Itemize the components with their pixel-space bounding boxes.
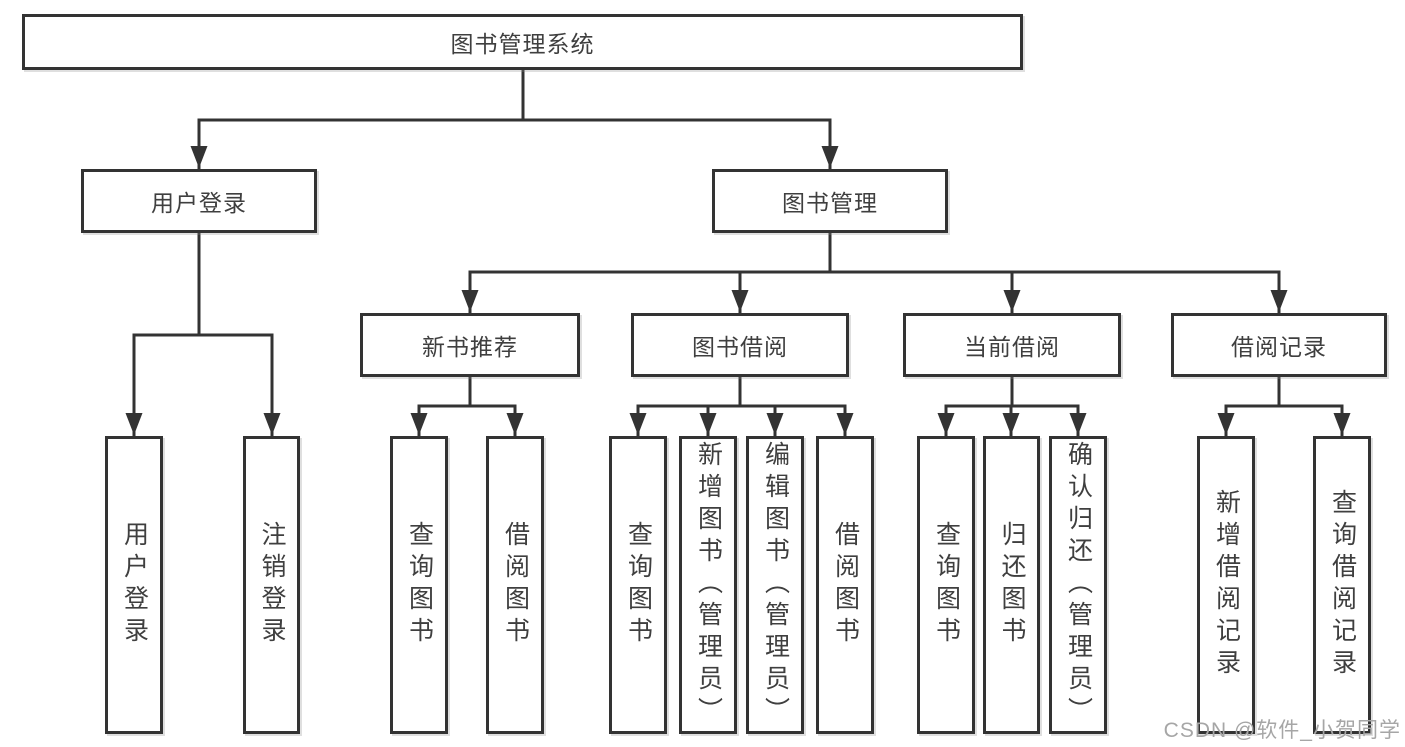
leaf-logout: 注销登录: [243, 436, 300, 734]
leaf-user-login: 用户登录: [105, 436, 163, 734]
leaf-borrow-books-borrowing: 借阅图书: [816, 436, 874, 734]
leaf-borrow-books-recommend: 借阅图书: [486, 436, 544, 734]
leaf-query-borrow-record: 查询借阅记录: [1313, 436, 1371, 734]
node-book-management: 图书管理: [712, 169, 948, 233]
leaf-return-books: 归还图书: [983, 436, 1040, 734]
node-borrow-records: 借阅记录: [1171, 313, 1387, 377]
csdn-watermark: CSDN @软件_小贺同学: [1163, 719, 1401, 742]
node-current-borrowing: 当前借阅: [903, 313, 1121, 377]
leaf-confirm-return-admin: 确认归还（管理员）: [1049, 436, 1107, 734]
node-new-book-recommend: 新书推荐: [360, 313, 580, 377]
leaf-query-books-current: 查询图书: [917, 436, 975, 734]
leaf-add-borrow-record: 新增借阅记录: [1197, 436, 1255, 734]
leaf-edit-book-admin: 编辑图书（管理员）: [746, 436, 804, 734]
node-book-borrowing: 图书借阅: [631, 313, 849, 377]
node-root: 图书管理系统: [22, 14, 1023, 70]
leaf-add-book-admin: 新增图书（管理员）: [679, 436, 737, 734]
node-user-login: 用户登录: [81, 169, 317, 233]
leaf-query-books-borrowing: 查询图书: [609, 436, 667, 734]
leaf-query-books-recommend: 查询图书: [390, 436, 448, 734]
